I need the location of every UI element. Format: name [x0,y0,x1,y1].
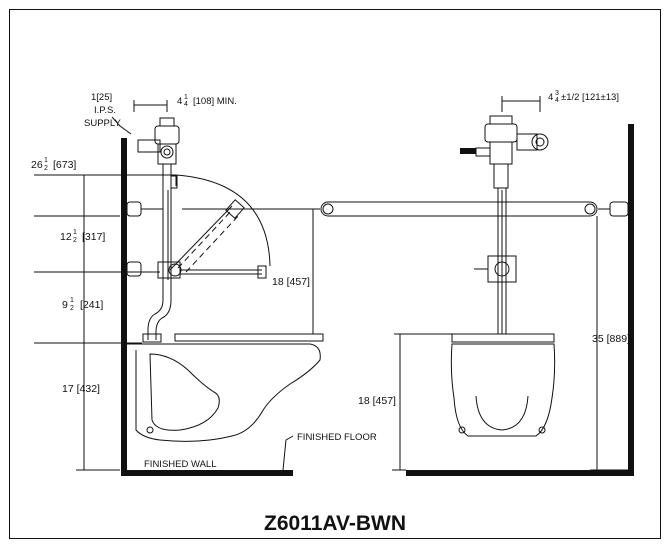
svg-text:4: 4 [184,101,188,108]
bar-height-label: 35 [889] [592,333,630,345]
total-height-whole: 26 [31,159,43,171]
svg-text:2: 2 [70,305,74,312]
svg-text:3: 3 [555,90,559,97]
toilet-bowl [127,343,321,442]
svg-text:1: 1 [70,297,74,304]
front-offset-whole: 4 [548,92,553,103]
svg-text:1: 1 [184,94,188,101]
min-offset-whole: 4 [177,96,182,107]
supply-offset-label: 1[25] [91,92,112,103]
min-offset-label: [108] MIN. [193,96,237,107]
finished-floor-label: FINISHED FLOOR [297,432,377,443]
svg-text:1: 1 [44,157,48,164]
side-view [34,100,324,476]
rim-height-label: 17 [432] [62,383,100,395]
lower-height-label: [241] [80,299,103,311]
supply-label-supply: SUPPLY [84,118,121,129]
bowl-height-label: 18 [457] [358,395,396,407]
svg-text:2: 2 [73,237,77,244]
seat-height-label: 18 [457] [272,276,310,288]
drawing-frame [9,9,661,539]
svg-text:2: 2 [44,165,48,172]
total-height-label: [673] [53,159,76,171]
front-bowl [450,343,556,437]
labels: 1[25] I.P.S. SUPPLY 4 1 4 [108] MIN. 26 … [31,90,630,535]
front-flush-valve [460,115,549,189]
svg-text:1: 1 [73,229,77,236]
front-wall [628,124,634,476]
grab-bar [320,201,629,217]
front-view [320,96,634,476]
flush-valve [137,117,180,165]
finished-wall-label: FINISHED WALL [144,459,217,470]
front-offset-label: ±1/2 [121±13] [561,92,619,103]
svg-text:4: 4 [555,97,559,104]
supply-label-ips: I.P.S. [94,105,116,116]
front-floor [406,470,634,476]
upper-height-whole: 12 [60,231,72,243]
upper-height-label: [317] [82,231,105,243]
finished-wall [121,138,127,475]
model-number: Z6011AV-BWN [264,512,406,535]
finished-floor [121,470,293,476]
lower-height-whole: 9 [62,299,68,311]
